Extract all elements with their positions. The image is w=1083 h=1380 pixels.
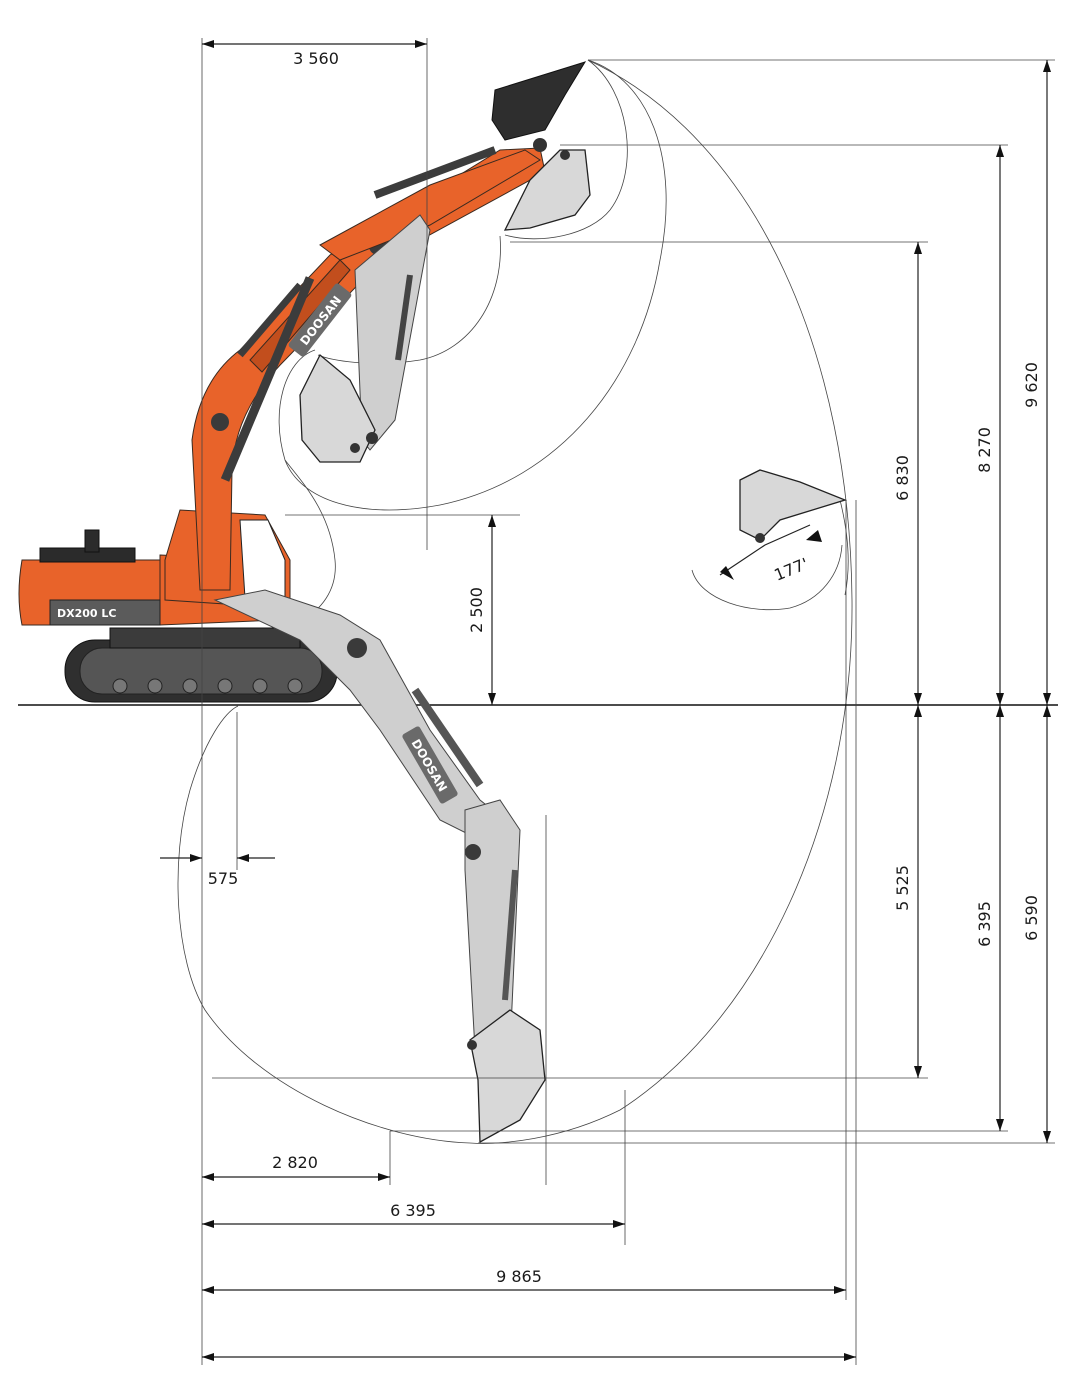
exhaust-pipe <box>84 529 100 553</box>
dim-6395-horizontal: 6 395 <box>390 1201 436 1220</box>
bucket-curled-top <box>503 149 591 231</box>
bucket-rotation-sample <box>739 469 847 541</box>
dim-6395-vertical: 6 395 <box>975 901 994 947</box>
dim-575: 575 <box>208 869 239 888</box>
dim-6830: 6 830 <box>893 455 912 501</box>
arm-grey-upper <box>299 149 591 463</box>
dim-5525: 5 525 <box>893 865 912 911</box>
reach-envelope <box>177 59 853 1300</box>
dim-9865: 9 865 <box>496 1267 542 1286</box>
bucket-angle-label: 177' <box>771 554 811 585</box>
bucket-bottom <box>469 1009 546 1144</box>
dim-6590: 6 590 <box>1022 895 1041 941</box>
dimension-labels: 3 560 575 2 500 6 830 8 270 9 620 5 525 … <box>208 49 1041 1286</box>
model-label: DX200 LC <box>57 607 117 620</box>
dim-9620: 9 620 <box>1022 362 1041 408</box>
bucket-angle-detail: 177' <box>691 469 847 611</box>
dim-2820: 2 820 <box>272 1153 318 1172</box>
dimension-lines <box>160 38 1055 1365</box>
bucket-top <box>491 61 587 141</box>
dim-8270: 8 270 <box>975 427 994 473</box>
dim-3560: 3 560 <box>293 49 339 68</box>
bucket-curled-upper <box>299 353 376 463</box>
dim-2500: 2 500 <box>467 587 486 633</box>
